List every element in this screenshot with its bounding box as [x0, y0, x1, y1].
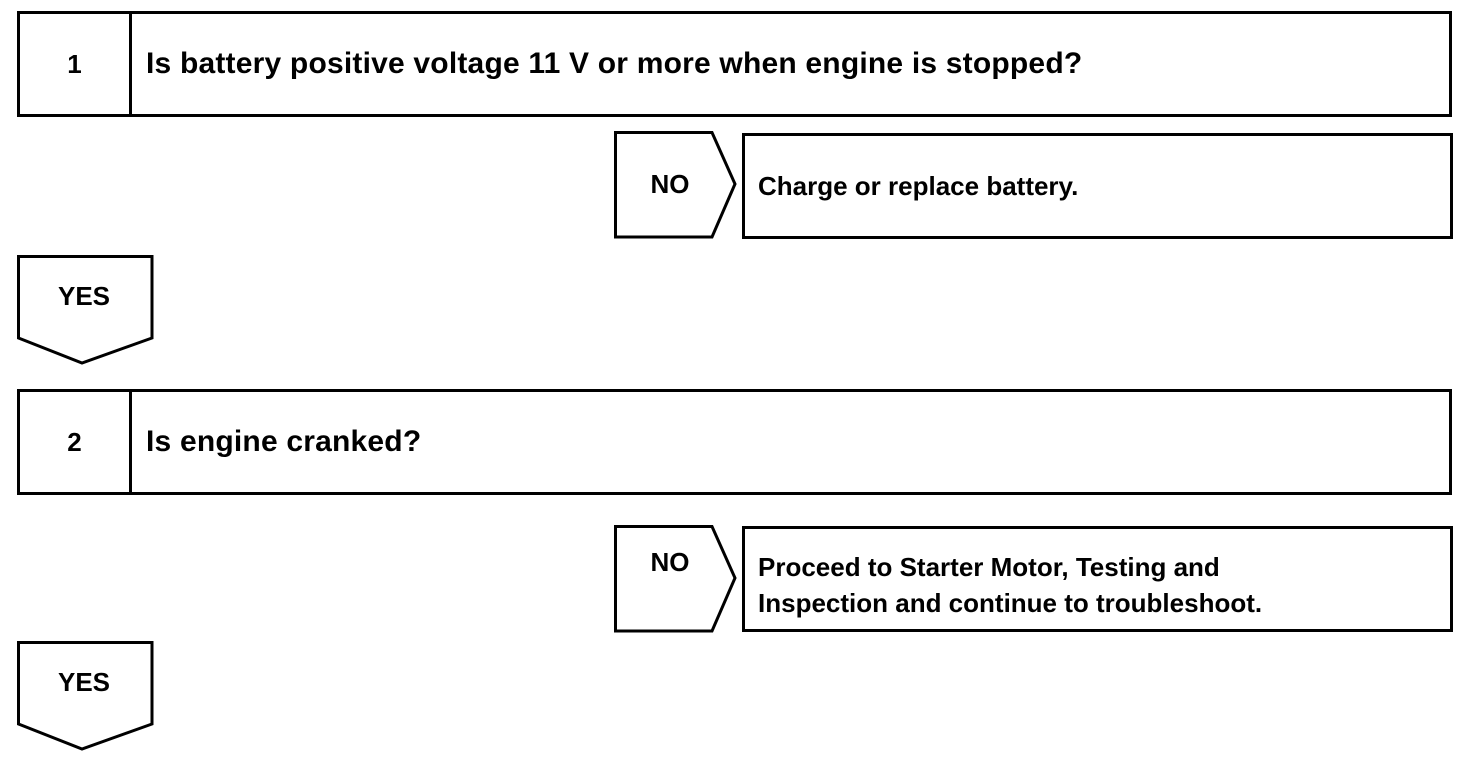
- step-2-no-arrow: NO: [614, 525, 738, 633]
- step-1-no-action: Charge or replace battery.: [742, 133, 1453, 239]
- step-2-no-action: Proceed to Starter Motor, Testing and In…: [742, 526, 1453, 632]
- step-2-question: Is engine cranked?: [146, 425, 422, 458]
- step-1-box: 1 Is battery positive voltage 11 V or mo…: [17, 11, 1452, 117]
- down-arrow-tag-icon: [17, 641, 154, 751]
- step-1-no-arrow: NO: [614, 131, 738, 239]
- step-2-no-action-line-1: Proceed to Starter Motor, Testing and: [758, 552, 1220, 582]
- step-1-no-label: NO: [650, 169, 690, 199]
- step-2-number: 2: [20, 392, 132, 492]
- right-arrow-tag-icon: [614, 525, 737, 633]
- step-2-box: 2 Is engine cranked?: [17, 389, 1452, 495]
- step-2-no-label: NO: [650, 547, 690, 577]
- step-1-question: Is battery positive voltage 11 V or more…: [146, 47, 1083, 80]
- step-1-no-action-text: Charge or replace battery.: [758, 171, 1079, 201]
- step-2-yes-arrow: YES: [17, 641, 155, 753]
- down-arrow-tag-icon: [17, 255, 154, 365]
- step-2-yes-label: YES: [57, 667, 111, 697]
- right-arrow-tag-icon: [614, 131, 737, 239]
- step-1-number: 1: [20, 14, 132, 114]
- step-1-yes-arrow: YES: [17, 255, 155, 367]
- step-2-no-action-line-2: Inspection and continue to troubleshoot.: [758, 588, 1263, 618]
- step-1-yes-label: YES: [57, 281, 111, 311]
